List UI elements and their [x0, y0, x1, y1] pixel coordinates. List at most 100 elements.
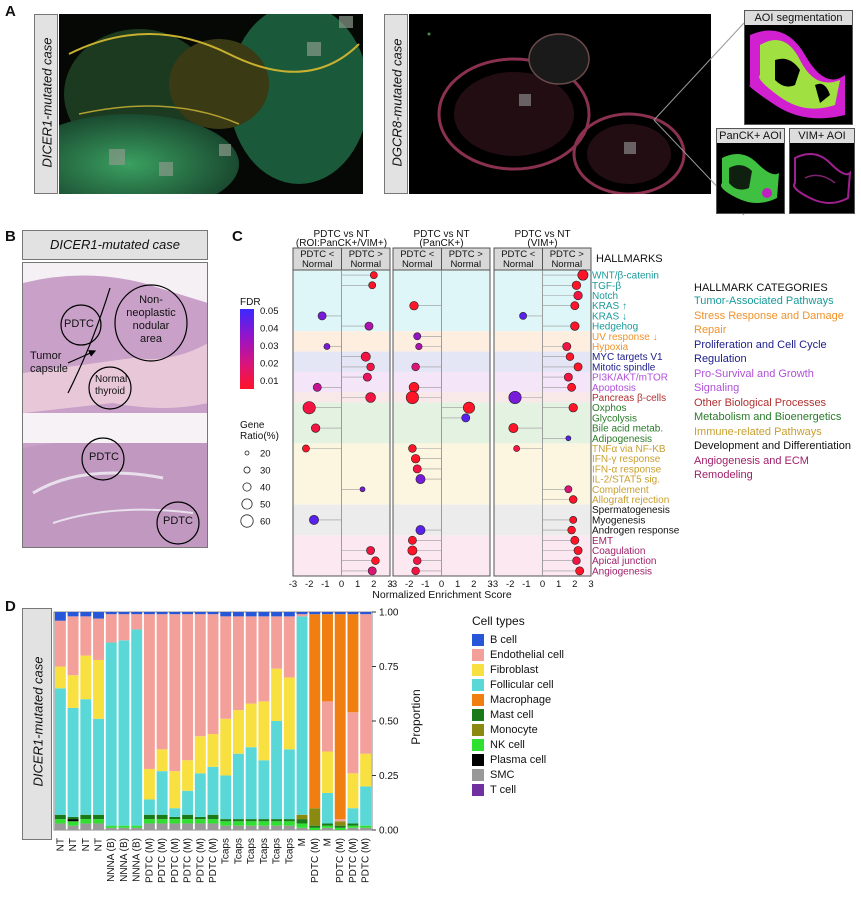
bar-segment — [220, 825, 232, 830]
gene-ratio-label: 30 — [260, 466, 271, 477]
legend-label: Endothelial cell — [490, 648, 564, 661]
bar-segment — [322, 825, 333, 828]
b-label-pdtc-1: PDTC — [64, 318, 94, 330]
facet-sub-right: PDTC > — [349, 249, 384, 260]
bar-segment — [245, 747, 257, 820]
he-stain-image — [22, 262, 208, 548]
hallmark-point — [359, 486, 366, 493]
bar-segment — [232, 710, 244, 754]
category-item: Proliferation and Cell Cycle — [694, 338, 827, 351]
x-category-label: PDTC (M) — [310, 838, 321, 883]
hallmark-point — [371, 556, 380, 565]
facet-sub-left: Normal — [503, 259, 534, 270]
gene-ratio-key — [244, 450, 250, 456]
hallmark-label: Glycolysis — [592, 413, 637, 424]
panel-b-label: B — [5, 228, 16, 245]
hallmark-label: Hedgehog — [592, 322, 638, 333]
hallmark-point — [312, 382, 322, 392]
panel-b-title: DICER1-mutated case — [49, 237, 181, 252]
x-category-label: PDTC (M) — [361, 838, 372, 883]
bar-segment — [105, 827, 117, 830]
bar-segment — [169, 614, 181, 772]
cell-type-legend-item: Monocyte — [472, 722, 564, 737]
hallmark-point — [364, 321, 374, 331]
bar-segment — [80, 612, 92, 617]
bar-segment — [207, 814, 219, 820]
bar-segment — [334, 819, 346, 822]
bar-segment — [169, 771, 181, 809]
facet-sub-left: Normal — [402, 259, 433, 270]
hallmark-point — [567, 382, 576, 392]
hallmark-point — [360, 351, 371, 362]
bar-segment — [347, 823, 359, 826]
fdr-tick-label: 0.01 — [260, 376, 279, 387]
stacked-bar-23 — [334, 612, 346, 830]
bar-segment — [80, 819, 92, 824]
hallmark-point — [411, 454, 421, 464]
hallmark-point — [519, 312, 527, 320]
hallmark-point — [411, 566, 420, 576]
stacked-bar-13 — [207, 612, 219, 830]
bar-segment — [347, 827, 359, 830]
hallmark-point — [302, 401, 316, 415]
legend-swatch — [472, 693, 484, 706]
hallmark-point — [409, 301, 419, 311]
hallmark-label: Angiogenesis — [592, 566, 652, 577]
legend-label: T cell — [490, 783, 517, 796]
bar-segment — [131, 612, 143, 615]
fdr-legend-title: FDR — [240, 297, 261, 308]
bar-segment — [309, 614, 321, 809]
b-label-pdtc-3: PDTC — [163, 515, 193, 527]
facet-sub-left: PDTC < — [300, 249, 335, 260]
legend-swatch — [472, 708, 484, 721]
x-category-label: NT — [55, 838, 66, 851]
hallmark-point — [568, 403, 578, 413]
legend-label: Fibroblast — [490, 663, 539, 676]
bar-segment — [283, 612, 295, 617]
gene-ratio-label: 60 — [260, 517, 271, 528]
vim-aoi-title: VIM+ AOI — [798, 130, 846, 142]
stacked-bar-3 — [80, 612, 92, 830]
hallmark-dotplot: PDTC vs NT(ROI:PanCK+/VIM+)PDTC <NormalP… — [240, 230, 680, 600]
stacked-bar-22 — [322, 612, 333, 830]
bar-segment — [258, 701, 270, 761]
panel-d-case-strip: DICER1-mutated case — [22, 608, 52, 840]
bar-segment — [258, 821, 270, 826]
stacked-bar-14 — [220, 612, 232, 830]
bar-segment — [322, 827, 333, 830]
hallmark-label: Allograft rejection — [592, 495, 669, 506]
hallmark-point — [415, 525, 426, 536]
x-category-label: PDTC (M) — [183, 838, 194, 883]
hallmark-point — [415, 342, 423, 351]
fdr-tick-label: 0.04 — [260, 324, 279, 335]
cell-type-legend-item: B cell — [472, 632, 564, 647]
hallmark-label: IFN-γ response — [592, 454, 661, 465]
bar-segment — [194, 612, 206, 615]
cell-type-legend-item: Follicular cell — [472, 677, 564, 692]
bar-segment — [334, 827, 346, 830]
stacked-bar-20 — [296, 612, 308, 830]
bar-segment — [67, 819, 79, 822]
legend-swatch — [472, 768, 484, 781]
facet-sub-left: PDTC < — [501, 249, 536, 260]
hallmark-point — [463, 401, 475, 414]
hallmark-point — [461, 413, 471, 423]
hallmark-label: Mitotic spindle — [592, 362, 656, 373]
bar-segment — [67, 821, 79, 826]
hallmark-label: Hypoxia — [592, 342, 629, 353]
hallmark-label: Coagulation — [592, 546, 645, 557]
x-tick-label: 2 — [471, 579, 476, 590]
hallmark-label: Adipogenesis — [592, 434, 652, 445]
bar-segment — [334, 612, 346, 615]
category-item: Angiogenesis and ECM — [694, 454, 809, 467]
bar-segment — [322, 823, 333, 826]
category-item: Tumor-Associated Pathways — [694, 295, 834, 307]
bar-segment — [207, 823, 219, 830]
bar-segment — [80, 699, 92, 815]
stacked-bar-10 — [169, 612, 181, 830]
x-category-label: NT — [81, 838, 92, 851]
bar-segment — [245, 616, 257, 704]
bar-segment — [220, 775, 232, 820]
aoi-segmentation-title: AOI segmentation — [754, 12, 843, 24]
x-category-label: NNNA (B) — [106, 838, 117, 882]
